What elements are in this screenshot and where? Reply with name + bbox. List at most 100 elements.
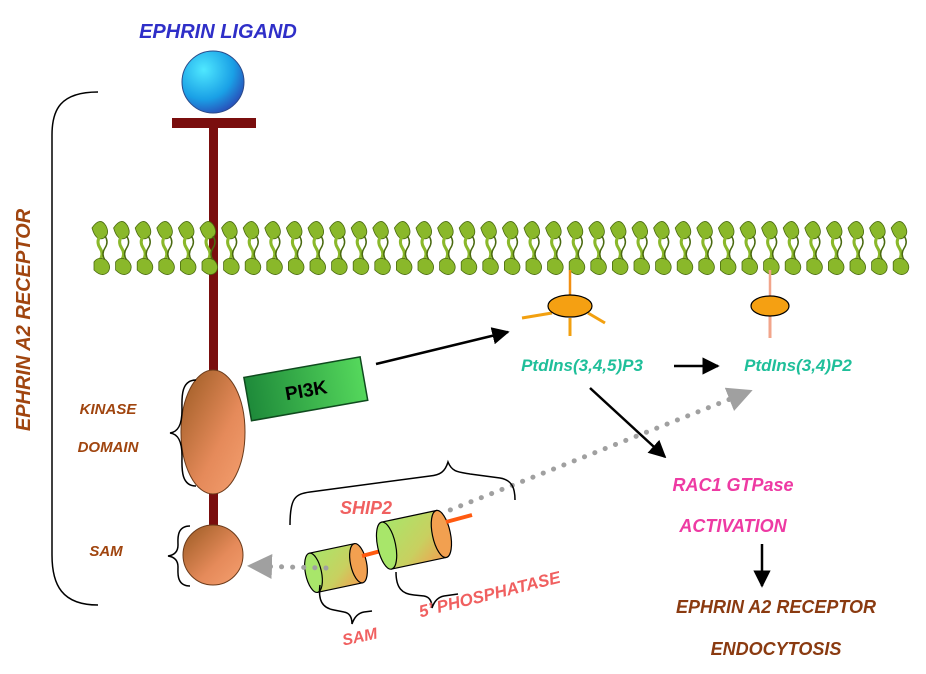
ship2-sam-label: SAM — [341, 625, 380, 649]
membrane-tail — [642, 235, 648, 261]
receptor-stalk — [209, 126, 218, 546]
membrane-head-top — [869, 221, 886, 240]
membrane-tail — [447, 235, 454, 261]
membrane-tail — [550, 235, 558, 261]
ephrin-ligand-circle — [181, 50, 245, 114]
membrane-tail — [506, 235, 514, 261]
membrane-head-top — [609, 221, 627, 240]
ship2-label: SHIP2 — [340, 498, 392, 518]
membrane-head-top — [523, 221, 540, 240]
membrane-head-bottom — [892, 258, 910, 275]
ephrin-ligand-label: EPHRIN LIGAND — [139, 21, 297, 43]
membrane-tail — [793, 235, 799, 261]
receptor-binding-bar — [172, 118, 256, 128]
membrane-tail — [614, 235, 622, 261]
membrane-tail — [469, 235, 475, 261]
membrane-head-bottom — [612, 258, 629, 275]
membrane-head-top — [91, 221, 108, 240]
membrane-head-bottom — [806, 258, 823, 275]
membrane-tail — [663, 235, 670, 261]
membrane-tail — [534, 235, 540, 261]
membrane-head-top — [393, 221, 411, 240]
membrane-head-bottom — [223, 258, 240, 275]
ship2-tail — [445, 513, 473, 524]
membrane-tail — [102, 235, 108, 261]
membrane-tail — [355, 235, 363, 261]
membrane-tail — [815, 235, 821, 261]
membrane-head-top — [717, 221, 735, 240]
membrane-head-top — [631, 221, 648, 240]
membrane-head-bottom — [504, 258, 521, 275]
membrane-tail — [571, 235, 579, 261]
membrane-tail — [398, 235, 406, 261]
membrane-tail — [895, 235, 903, 261]
membrane-head-bottom — [331, 258, 348, 275]
membrane-tail — [231, 235, 238, 261]
membrane-head-top — [415, 221, 432, 240]
membrane-tail — [685, 235, 691, 261]
rac1-label: RAC1 GTPase — [672, 475, 793, 495]
membrane-tail — [118, 235, 126, 261]
membrane-head-bottom — [396, 258, 413, 275]
membrane-tail — [879, 235, 886, 261]
membrane-tail — [442, 235, 450, 261]
membrane-head-bottom — [374, 258, 391, 275]
membrane-tail — [728, 235, 735, 261]
pip3-label: PtdIns(3,4,5)P3 — [521, 356, 643, 375]
membrane-tail — [787, 235, 795, 261]
membrane-head-top — [739, 221, 756, 240]
membrane-head-bottom — [828, 258, 845, 275]
membrane-head-bottom — [158, 258, 175, 275]
membrane-head-bottom — [439, 258, 456, 275]
membrane-tail — [679, 235, 687, 261]
membrane-tail — [555, 235, 562, 261]
receptor-side-label: EPHRIN A2 RECEPTOR — [13, 208, 35, 431]
receptor-sam-shape — [182, 524, 244, 586]
membrane-head-top — [847, 221, 864, 240]
membrane-tail — [766, 235, 774, 261]
membrane-tail — [485, 235, 493, 261]
domain-label: DOMAIN — [78, 439, 140, 456]
membrane-head-top — [653, 221, 670, 240]
rac1-arrow — [589, 387, 667, 459]
membrane-tail — [707, 235, 713, 261]
membrane-head-bottom — [871, 258, 888, 275]
membrane-head-top — [458, 221, 476, 240]
sam-interaction-dotted-arrow — [247, 554, 329, 580]
kinase-bracket — [169, 379, 197, 487]
membrane-head-top — [480, 221, 497, 240]
membrane-head-top — [696, 221, 713, 240]
sam-bracket — [167, 525, 191, 587]
membrane-head-bottom — [568, 258, 586, 275]
membrane-head-bottom — [244, 258, 262, 275]
membrane-head-top — [113, 221, 130, 240]
membrane-tail — [852, 235, 860, 261]
membrane-tail — [204, 235, 212, 261]
membrane-head-top — [264, 221, 281, 240]
pip3-lipid-icon — [521, 270, 606, 336]
membrane-head-top — [566, 221, 584, 240]
membrane-tail — [296, 235, 303, 261]
membrane-tail — [188, 235, 195, 261]
membrane-tail — [858, 235, 864, 261]
membrane-tail — [599, 235, 605, 261]
membrane-tail — [701, 235, 709, 261]
membrane-tail — [318, 235, 324, 261]
membrane-head-top — [437, 221, 454, 240]
membrane-head-bottom — [266, 258, 283, 275]
endocytosis-label-line2: ENDOCYTOSIS — [711, 639, 842, 659]
kinase-domain-shape — [180, 369, 246, 495]
membrane-tail — [339, 235, 346, 261]
membrane-head-bottom — [849, 258, 866, 275]
ship2-sam-cylinder — [304, 542, 368, 594]
membrane-head-bottom — [201, 258, 218, 275]
membrane-tail — [420, 235, 428, 261]
membrane-tail — [145, 235, 151, 261]
membrane-head-bottom — [655, 258, 672, 275]
ship2-phosphatase-bracket — [395, 571, 459, 609]
membrane-tail — [377, 235, 385, 261]
membrane-head-top — [804, 221, 821, 240]
membrane-head-top — [134, 221, 152, 240]
membrane-tail — [139, 235, 147, 261]
membrane-tail — [830, 235, 838, 261]
